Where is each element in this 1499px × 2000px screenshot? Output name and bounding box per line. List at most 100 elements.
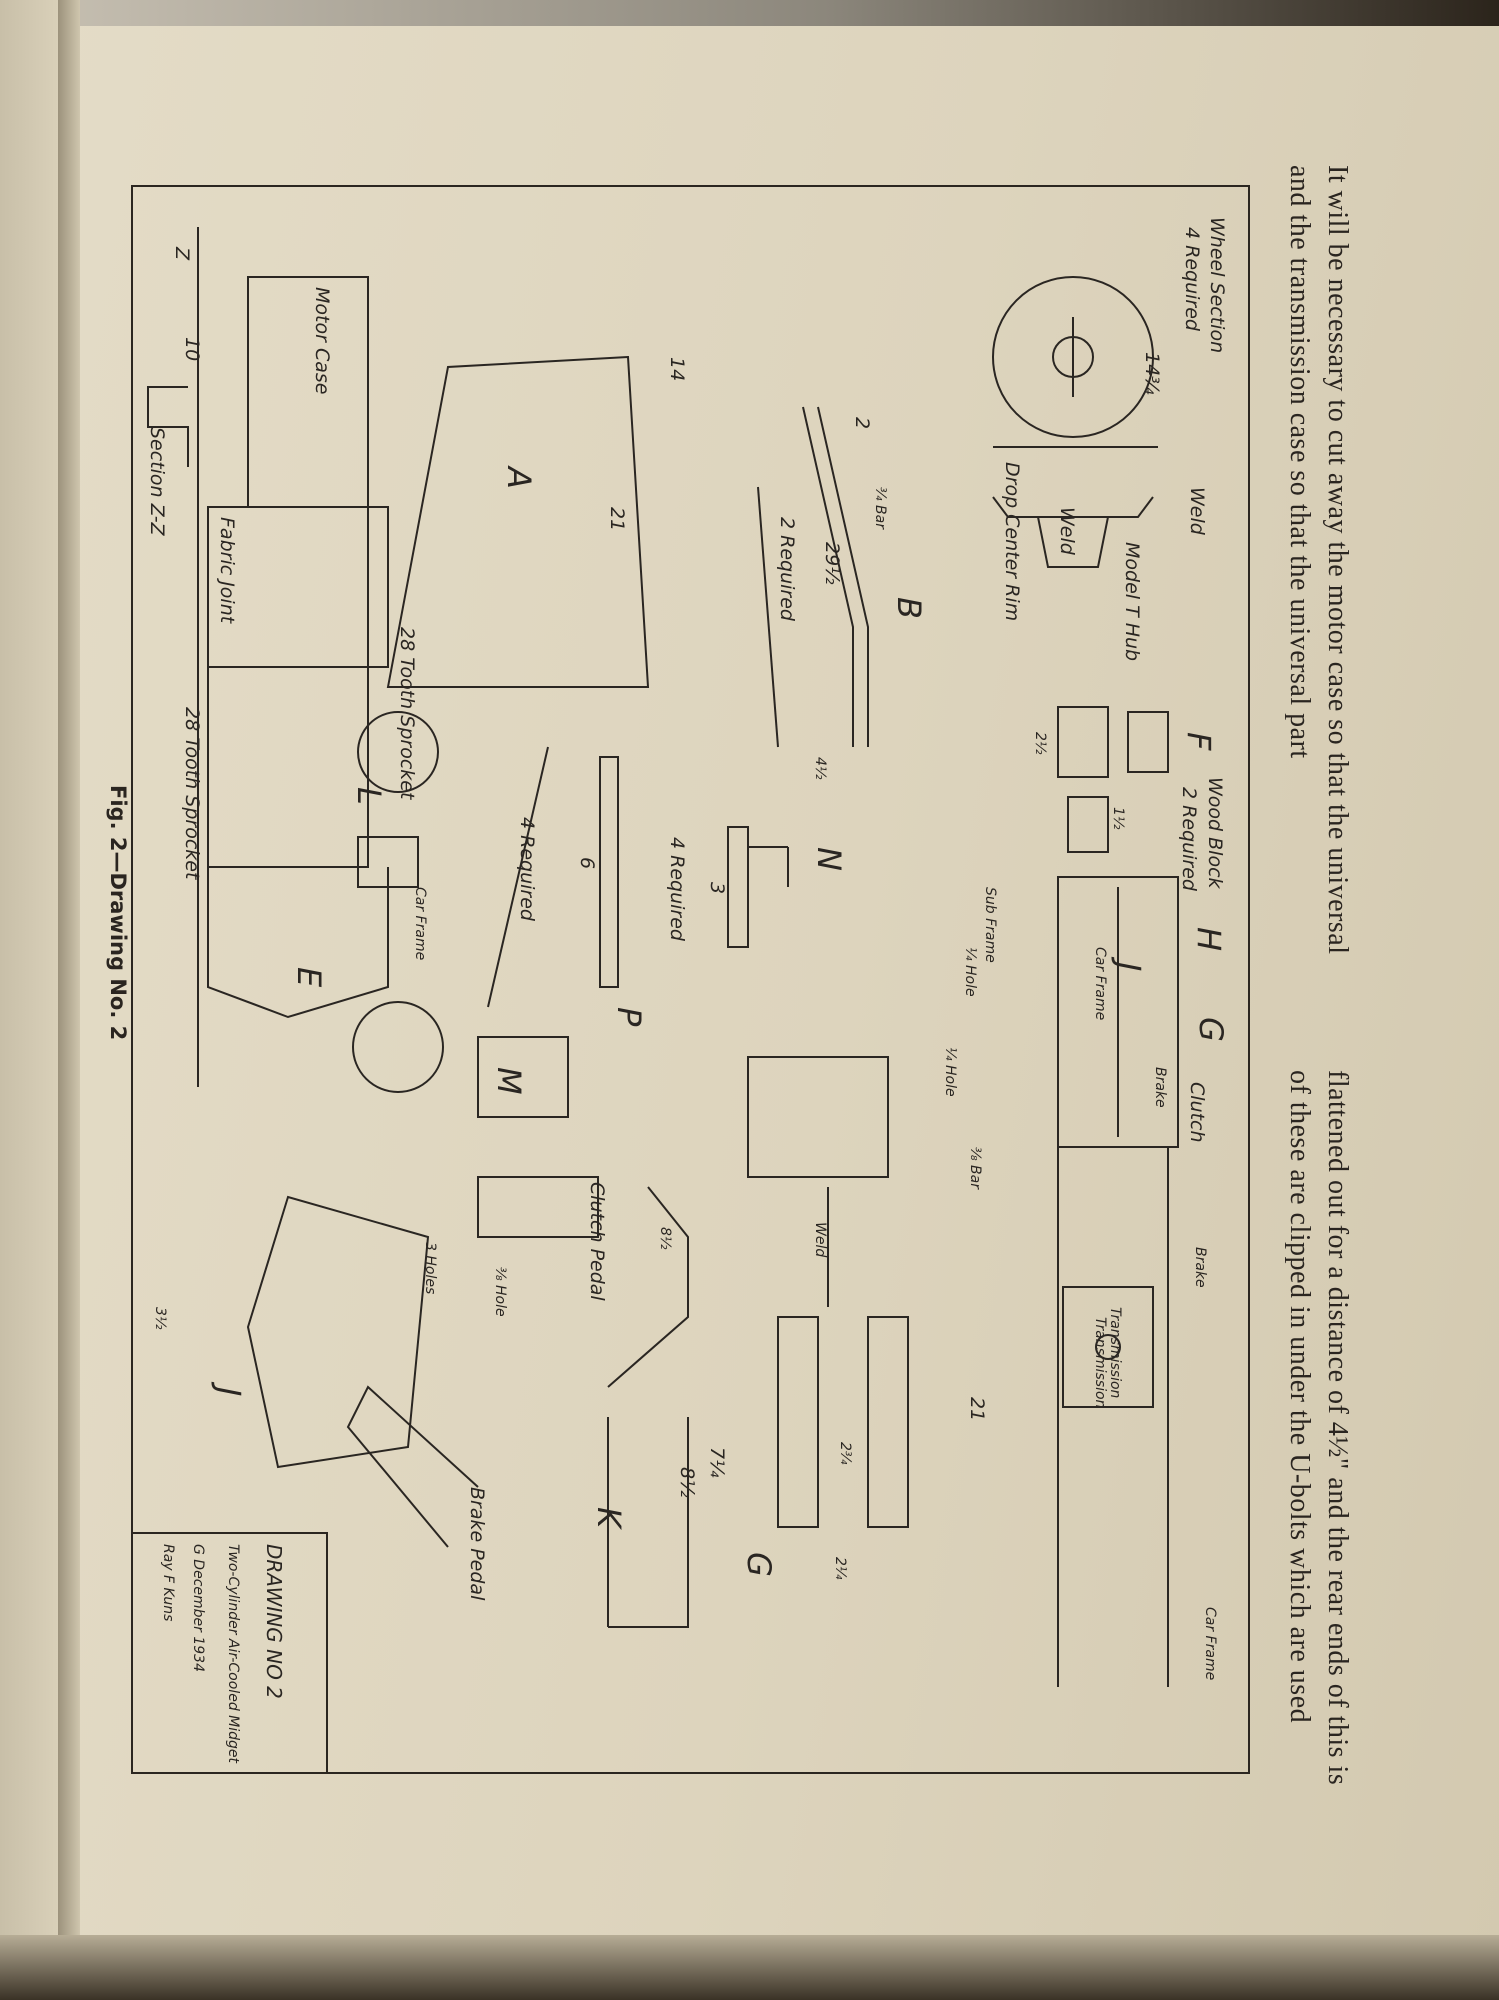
- title-author: Ray F Kuns: [160, 1544, 176, 1622]
- label-model-t-hub: Model T Hub: [1121, 542, 1143, 662]
- label-part-a: A: [500, 467, 538, 489]
- figure-caption: Fig. 2—Drawing No. 2: [106, 785, 130, 1041]
- label-part-j: J: [1110, 962, 1148, 972]
- part-g-rod-2: [777, 1316, 819, 1528]
- pedal-mechanism: [1057, 876, 1179, 1148]
- part-h: [747, 1056, 889, 1178]
- label-brake-1: Brake: [1152, 1067, 1168, 1108]
- label-sub-frame: Sub Frame: [982, 887, 998, 963]
- title-issue: G December 1934: [190, 1544, 206, 1672]
- label-wheel-section: Wheel Section: [1206, 217, 1228, 354]
- label-wheel-dim: 14¾: [1141, 352, 1163, 395]
- book-gutter: [58, 0, 80, 2000]
- part-l-disc: [357, 711, 439, 793]
- label-dim-8-half: 8½: [657, 1227, 673, 1250]
- label-part-l: L: [350, 787, 388, 805]
- part-m-ring: [352, 1001, 444, 1093]
- title-drawing-no: DRAWING NO 2: [262, 1544, 286, 1699]
- transmission-box: [1062, 1286, 1154, 1408]
- label-wheel-required: 4 Required: [1181, 227, 1203, 331]
- label-dim-2-3-4: 2¾: [837, 1442, 853, 1465]
- label-car-frame-2: Car Frame: [1202, 1607, 1218, 1681]
- label-dim-2: 2: [851, 417, 873, 430]
- rotated-page-content: It will be necessary to cut away the mot…: [105, 125, 1375, 1925]
- label-three-holes: 3 Holes: [422, 1242, 438, 1295]
- label-part-m: M: [490, 1067, 528, 1095]
- label-hole-quarter-1: ¼ Hole: [962, 947, 978, 997]
- motor-case: [247, 276, 369, 508]
- label-weld-3: Weld: [812, 1222, 828, 1258]
- label-part-k: K: [590, 1507, 628, 1528]
- label-sprocket-28a: 28 Tooth Sprocket: [396, 627, 418, 800]
- label-hole-quarter-2: ¼ Hole: [942, 1047, 958, 1097]
- label-part-f: F: [1180, 732, 1218, 751]
- label-part-j-bottom: J: [210, 1387, 248, 1397]
- label-brake-pedal: Brake Pedal: [466, 1487, 488, 1601]
- label-two-required: 2 Required: [776, 517, 798, 621]
- wood-block-2: [1057, 706, 1109, 778]
- label-four-required-2: 4 Required: [516, 817, 538, 921]
- label-part-p: P: [610, 1007, 648, 1027]
- label-part-g-top: G: [1192, 1017, 1230, 1042]
- label-sprocket-28b: 28 Tooth Sprocket: [181, 707, 203, 880]
- label-transmission-1: Transmission: [1107, 1307, 1123, 1399]
- label-car-frame-3: Car Frame: [412, 887, 428, 961]
- label-wood-block: Wood Block: [1204, 777, 1226, 889]
- label-brake-2: Brake: [1192, 1247, 1208, 1288]
- label-dim-3: 3: [706, 882, 728, 895]
- label-part-h: H: [1190, 927, 1228, 952]
- article-body-text: It will be necessary to cut away the mot…: [1265, 125, 1375, 1925]
- label-dim-4-half: 4½: [812, 757, 828, 780]
- body-line-1-right: flattened out for a distance of 4½" and …: [1322, 1070, 1353, 1786]
- label-part-n: N: [810, 847, 848, 871]
- adjacent-page-edge: [0, 0, 58, 2000]
- transmission-housing: [207, 666, 369, 868]
- label-dim-2-half: 2½: [1032, 732, 1048, 755]
- label-drop-center-rim: Drop Center Rim: [1001, 462, 1023, 622]
- label-clutch: Clutch: [1186, 1082, 1208, 1143]
- title-block: DRAWING NO 2 Two-Cylinder Air-Cooled Mid…: [131, 1532, 328, 1774]
- label-dim-21b: 21: [606, 507, 628, 532]
- label-part-e: E: [290, 967, 328, 988]
- body-line-1-left: It will be necessary to cut away the mot…: [1322, 165, 1353, 955]
- label-dim-21: 21: [966, 1397, 988, 1422]
- label-dim-3-half: 3½: [152, 1307, 168, 1330]
- label-bar-3-8: ⅜ Bar: [967, 1147, 983, 1189]
- part-k: [607, 1417, 689, 1628]
- label-section-zz: Section Z-Z: [146, 427, 168, 536]
- drawing-frame: Wheel Section 4 Required 14¾ Weld Model …: [131, 185, 1250, 1774]
- part-g-rod-1: [867, 1316, 909, 1528]
- section-zz-profile: [147, 386, 189, 467]
- label-four-required-1: 4 Required: [666, 837, 688, 941]
- label-wood-required: 2 Required: [1178, 787, 1200, 891]
- clutch-pedal-arm: [607, 1186, 689, 1388]
- background-top-edge: [0, 0, 1499, 26]
- label-transmission-2: Transmission: [1092, 1317, 1108, 1409]
- label-car-frame-1: Car Frame: [1092, 947, 1108, 1021]
- label-bar-3-4: ¾ Bar: [872, 487, 888, 529]
- part-j: [246, 1195, 430, 1469]
- label-dim-1-half: 1½: [1110, 807, 1126, 830]
- label-fabric-joint: Fabric Joint: [216, 517, 238, 624]
- label-dim-2-quarter: 2¼: [832, 1557, 848, 1580]
- part-p-bar: [599, 756, 619, 988]
- wheel-outline: [992, 276, 1154, 438]
- label-dim-14: 14: [666, 357, 688, 382]
- background-bottom-edge: [0, 1935, 1499, 2000]
- part-n: [747, 827, 789, 887]
- label-dim-6: 6: [576, 857, 598, 870]
- drive-shaft: [207, 867, 389, 1019]
- title-subject: Two-Cylinder Air-Cooled Midget: [225, 1544, 241, 1763]
- label-dim-8-half-b: 8½: [676, 1467, 698, 1498]
- label-dim-7-quarter: 7¼: [706, 1447, 728, 1478]
- wood-block-3: [1067, 796, 1109, 853]
- body-line-2-left: and the transmission case so that the un…: [1284, 165, 1315, 759]
- hub-rim-section: [992, 496, 1154, 568]
- label-part-g: G: [740, 1552, 778, 1577]
- label-clutch-pedal: Clutch Pedal: [586, 1182, 608, 1301]
- wood-block-1: [1127, 711, 1169, 773]
- label-dim-29-half: 29½: [821, 542, 843, 585]
- label-z: Z: [171, 247, 193, 261]
- brake-pedal-arm: [346, 1385, 479, 1548]
